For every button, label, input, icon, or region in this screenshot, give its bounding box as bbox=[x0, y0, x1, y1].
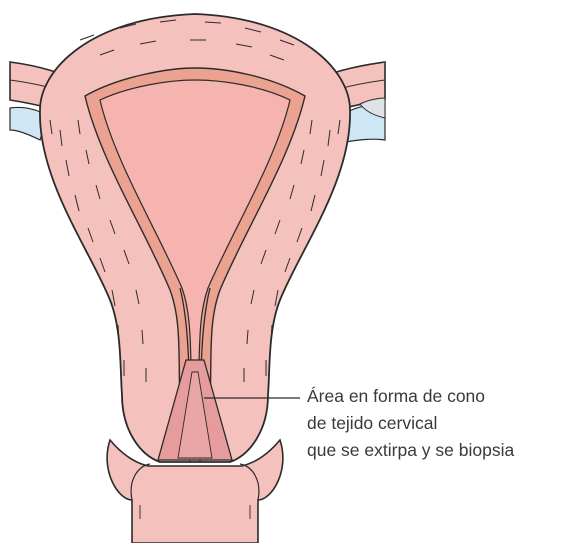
callout-label-line-1: Área en forma de cono bbox=[307, 386, 485, 407]
callout-label-line-2: de tejido cervical bbox=[307, 413, 437, 434]
callout-label-line-3: que se extirpa y se biopsia bbox=[307, 440, 514, 461]
